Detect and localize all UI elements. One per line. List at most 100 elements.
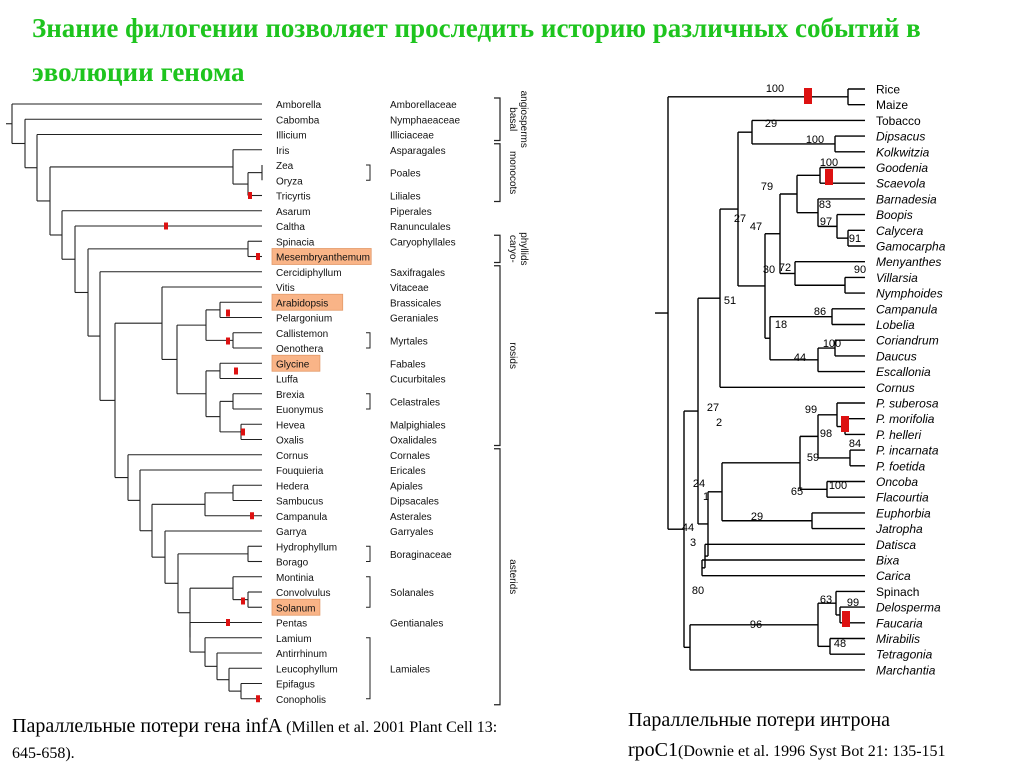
- gene-loss-marker: [250, 512, 254, 520]
- taxon-label-maize: Maize: [876, 98, 908, 112]
- node-label: 1: [703, 491, 709, 503]
- gene-loss-marker: [256, 253, 260, 260]
- taxon-label-faucaria: Faucaria: [876, 616, 923, 630]
- family-label-ranunculales: Ranunculales: [390, 222, 451, 233]
- family-label-malpighiales: Malpighiales: [390, 420, 446, 431]
- taxon-label-zea: Zea: [276, 161, 294, 172]
- family-bracket: [366, 576, 371, 608]
- taxon-label-phelleri: P. helleri: [876, 428, 921, 442]
- taxon-label-spinacia: Spinacia: [276, 237, 315, 248]
- clade-label-asterids: asterids: [507, 559, 518, 594]
- taxon-label-sambucus: Sambucus: [276, 497, 323, 508]
- left-caption-reference: (Millen et al. 2001 Plant Cell 13: 645-6…: [12, 719, 498, 762]
- node-label: 90: [854, 264, 866, 276]
- highlight-solanum: [271, 598, 321, 616]
- taxon-label-mirabilis: Mirabilis: [876, 632, 920, 646]
- family-label-apiales: Apiales: [390, 481, 423, 492]
- family-label-illiciaceae: Illiciaceae: [390, 131, 434, 142]
- gene-loss-marker: [234, 367, 238, 375]
- right-caption-main-line1: Параллельные потери интрона: [628, 709, 891, 731]
- right-caption: Параллельные потери интрона rpoC1(Downie…: [628, 706, 1024, 766]
- node-label: 3: [690, 537, 696, 549]
- node-label: 30: [763, 264, 775, 276]
- highlight-glycine: [271, 354, 321, 372]
- family-label-geraniales: Geraniales: [390, 314, 438, 325]
- family-bracket: [366, 164, 371, 181]
- node-label: 63: [820, 594, 832, 606]
- family-label-garryales: Garryales: [390, 527, 433, 538]
- taxon-label-campanula: Campanula: [276, 512, 328, 523]
- taxon-label-glycine: Glycine: [276, 359, 310, 370]
- taxon-label-leucophyllum: Leucophyllum: [276, 664, 338, 675]
- node-label: 80: [692, 585, 704, 597]
- taxon-label-bixa: Bixa: [876, 554, 900, 568]
- left-caption: Параллельные потери гена infA (Millen et…: [12, 713, 512, 767]
- highlight-arabidopsis: [271, 293, 344, 311]
- taxon-label-oenothera: Oenothera: [276, 344, 324, 355]
- node-label: 18: [775, 319, 787, 331]
- node-label: 100: [829, 480, 847, 492]
- taxon-label-hedera: Hedera: [276, 481, 309, 492]
- intron-loss-marker: [825, 169, 833, 185]
- clade-label-monocots: monocots: [507, 151, 518, 194]
- clade-label-caryo: caryo-: [507, 235, 518, 263]
- taxon-label-brexia: Brexia: [276, 390, 305, 401]
- intron-loss-marker: [841, 416, 849, 432]
- taxon-label-escallonia: Escallonia: [876, 365, 931, 379]
- taxon-label-pincarnata: P. incarnata: [876, 444, 939, 458]
- taxon-label-garrya: Garrya: [276, 527, 307, 538]
- family-label-gentianales: Gentianales: [390, 619, 443, 630]
- family-label-myrtales: Myrtales: [390, 336, 428, 347]
- family-bracket: [366, 545, 371, 562]
- clade-label-phyllids: phyllids: [518, 232, 529, 265]
- gene-loss-marker: [164, 222, 168, 230]
- taxon-label-campanula: Campanula: [876, 302, 938, 316]
- node-label: 100: [766, 83, 784, 95]
- node-label: 86: [814, 306, 826, 318]
- taxon-label-pmorifolia: P. morifolia: [876, 412, 935, 426]
- node-label: 100: [823, 338, 841, 350]
- taxon-label-euphorbia: Euphorbia: [876, 506, 931, 520]
- node-label: 59: [807, 452, 819, 464]
- taxon-label-lamium: Lamium: [276, 634, 312, 645]
- taxon-label-daucus: Daucus: [876, 349, 917, 363]
- taxon-label-dipsacus: Dipsacus: [876, 130, 925, 144]
- taxon-label-cornus: Cornus: [876, 381, 915, 395]
- family-label-dipsacales: Dipsacales: [390, 497, 439, 508]
- taxon-label-hydrophyllum: Hydrophyllum: [276, 542, 337, 553]
- taxon-label-cornus: Cornus: [276, 451, 308, 462]
- taxon-label-coriandrum: Coriandrum: [876, 334, 939, 348]
- taxon-label-jatropha: Jatropha: [875, 522, 923, 536]
- family-label-liliales: Liliales: [390, 192, 421, 203]
- taxon-label-cabomba: Cabomba: [276, 115, 320, 126]
- slide-title: Знание филогении позволяет проследить ис…: [32, 13, 921, 87]
- node-label: 47: [750, 221, 762, 233]
- node-label: 96: [750, 619, 762, 631]
- node-label: 83: [819, 199, 831, 211]
- family-label-boraginaceae: Boraginaceae: [390, 550, 452, 561]
- taxon-label-tetragonia: Tetragonia: [876, 648, 933, 662]
- taxon-label-iris: Iris: [276, 146, 289, 157]
- taxon-label-vitis: Vitis: [276, 283, 295, 294]
- family-label-poales: Poales: [390, 169, 421, 180]
- clade-label-rosids: rosids: [507, 342, 518, 369]
- taxon-label-pfoetida: P. foetida: [876, 459, 925, 473]
- gene-loss-marker: [226, 337, 230, 345]
- node-label: 84: [849, 438, 861, 450]
- taxon-label-cercidiphyllum: Cercidiphyllum: [276, 268, 342, 279]
- family-label-asterales: Asterales: [390, 512, 432, 523]
- taxon-label-epifagus: Epifagus: [276, 680, 315, 691]
- family-bracket: [366, 637, 371, 700]
- taxon-label-goodenia: Goodenia: [876, 161, 928, 175]
- taxon-label-spinach: Spinach: [876, 585, 919, 599]
- node-label: 29: [751, 511, 763, 523]
- taxon-label-rice: Rice: [876, 83, 900, 97]
- family-label-cucurbitales: Cucurbitales: [390, 375, 446, 386]
- node-label: 97: [820, 216, 832, 228]
- clade-bracket: [494, 97, 501, 142]
- taxon-label-villarsia: Villarsia: [876, 271, 918, 285]
- taxon-label-pelargonium: Pelargonium: [276, 314, 332, 325]
- node-label: 100: [806, 134, 824, 146]
- taxon-label-illicium: Illicium: [276, 131, 307, 142]
